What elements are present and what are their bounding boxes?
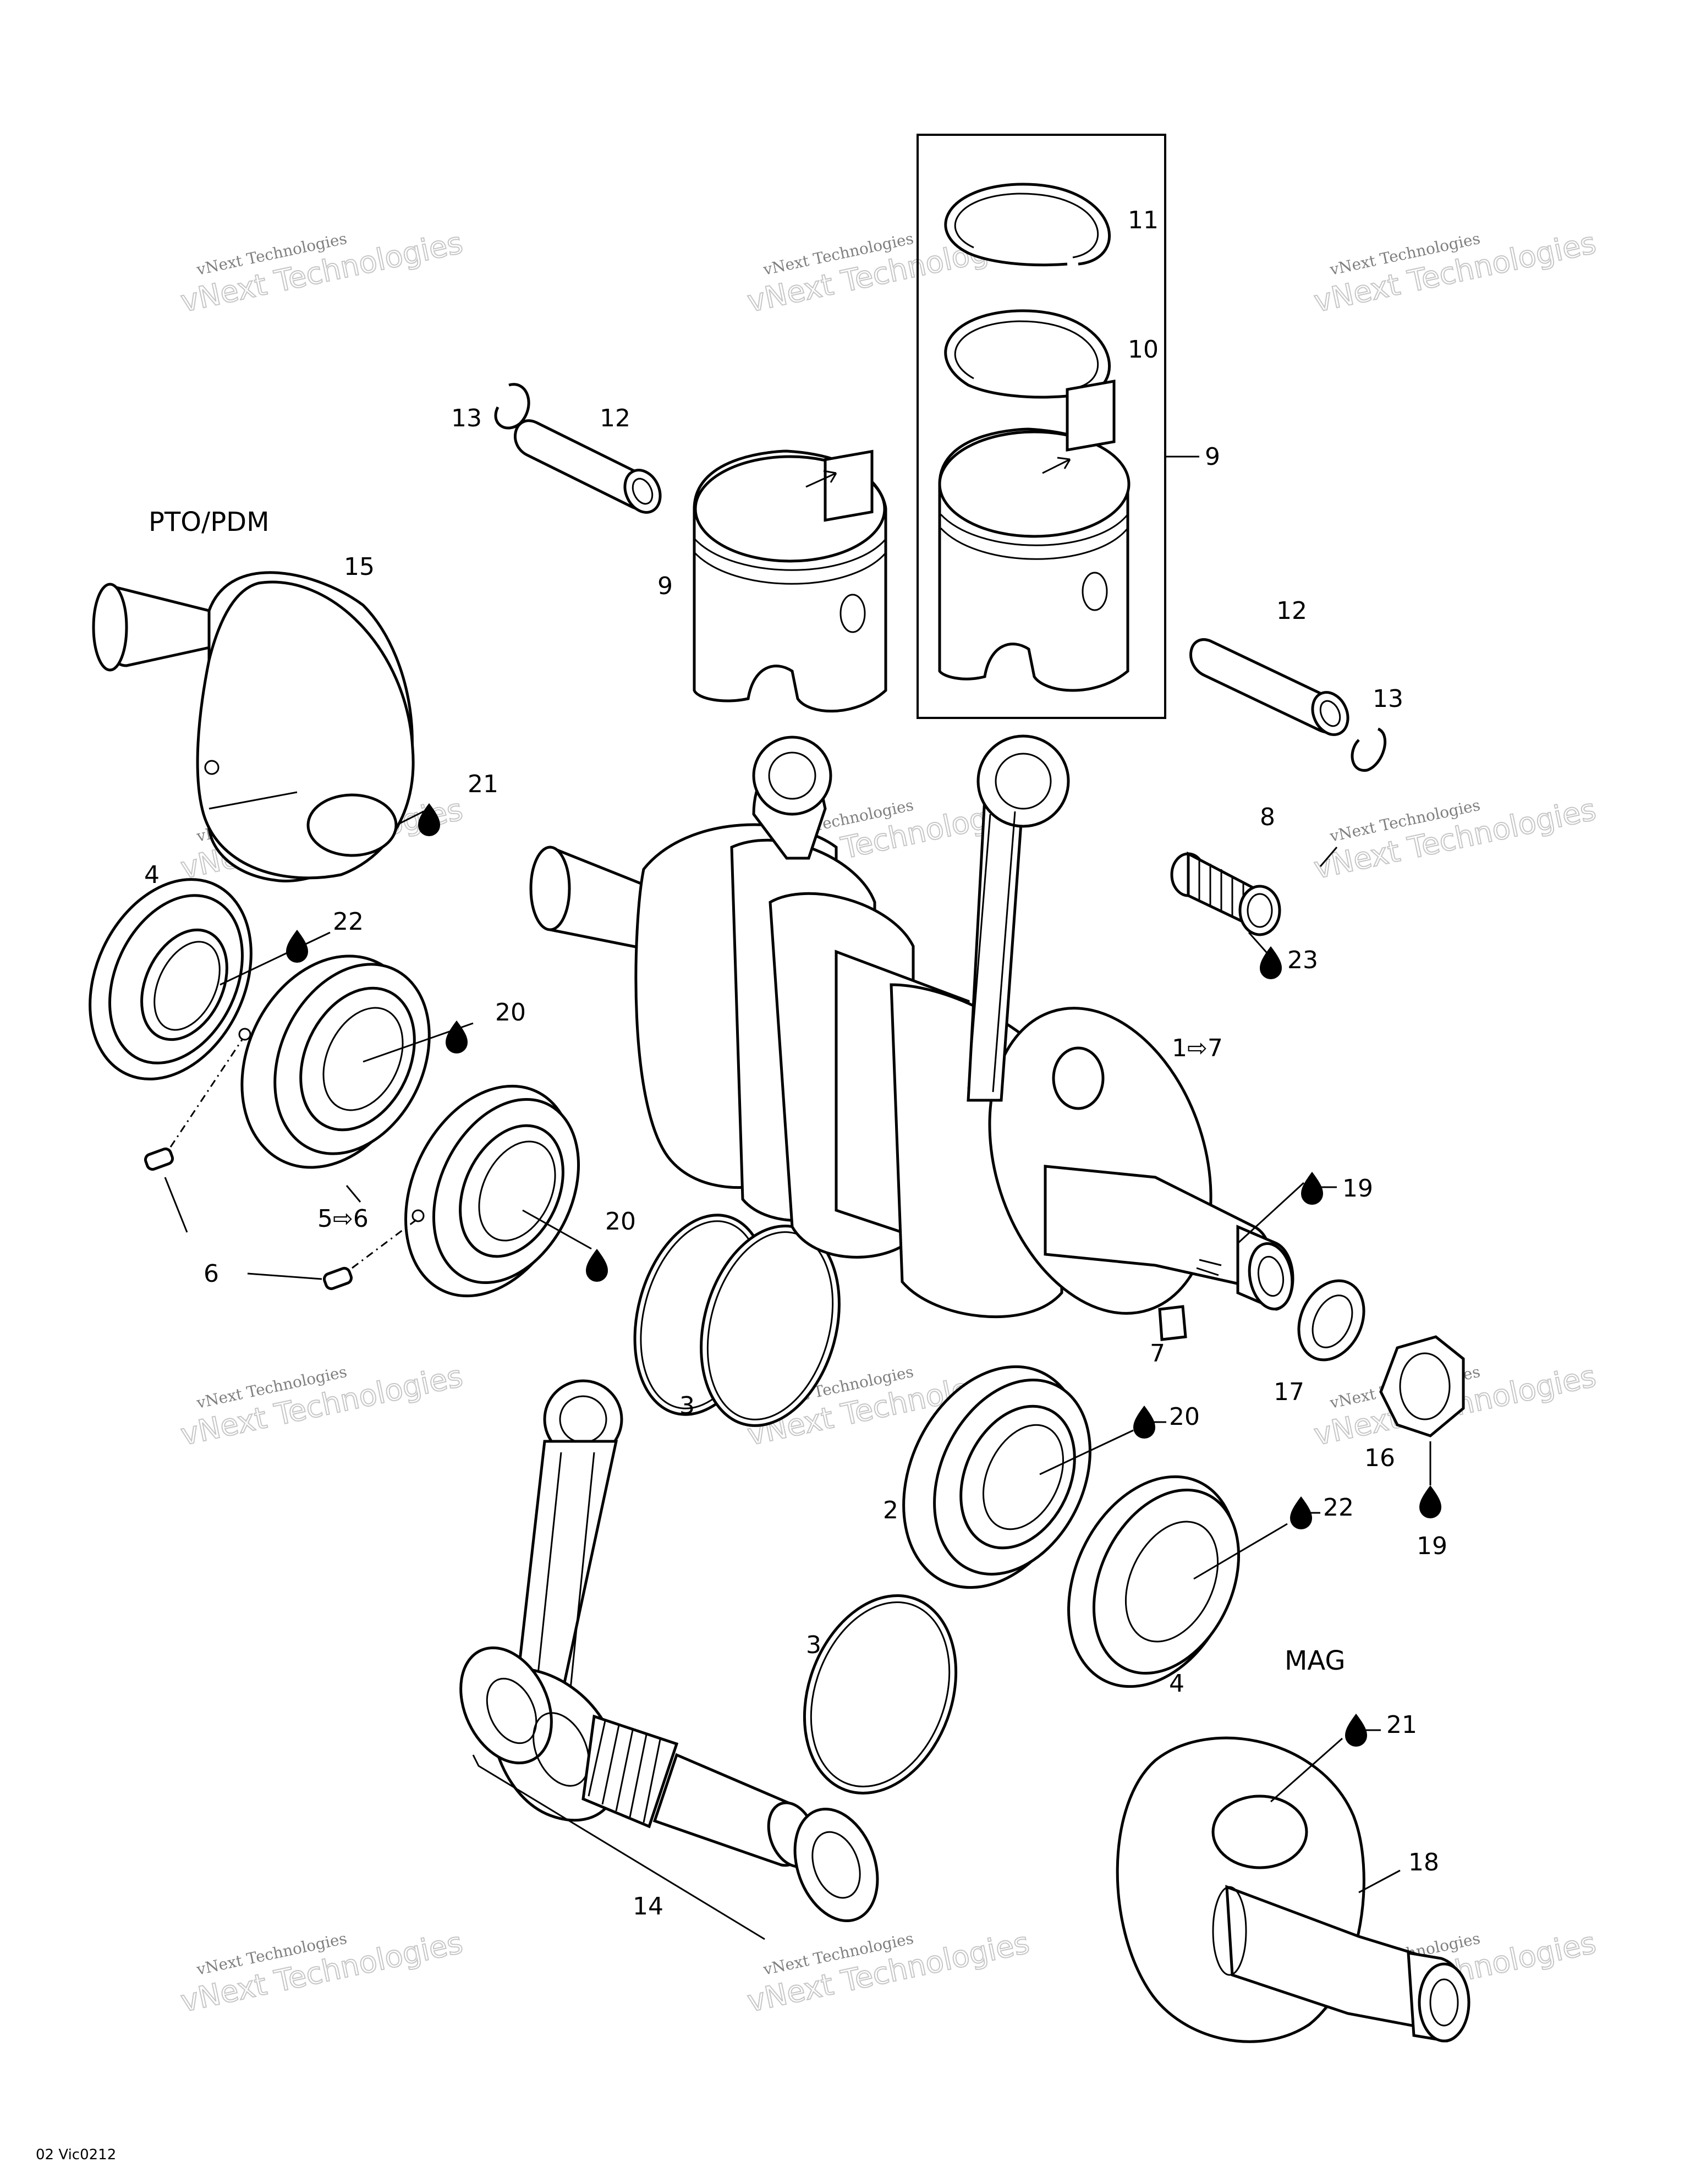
mag-crank-half bbox=[1116, 1736, 1470, 2043]
callout-4: 4 bbox=[144, 861, 160, 889]
callout-3: 3 bbox=[806, 1631, 821, 1659]
o-rings-pair bbox=[633, 1214, 841, 1427]
piston-left bbox=[693, 449, 887, 712]
oil-drop-icon bbox=[286, 930, 308, 963]
needle-bearing bbox=[1170, 851, 1281, 936]
oil-drop-icon bbox=[586, 1249, 608, 1282]
piston-kit-frame bbox=[917, 134, 1166, 719]
callout-21: 21 bbox=[468, 770, 498, 798]
section-label-mag: MAG bbox=[1285, 1645, 1346, 1676]
oil-drop-dashes bbox=[1153, 1186, 1381, 1731]
piston-ring-11 bbox=[944, 183, 1111, 267]
piston-pin-upper bbox=[514, 419, 662, 514]
ball-bearing-mag bbox=[902, 1365, 1091, 1589]
callout-8: 8 bbox=[1260, 803, 1275, 831]
callout-22: 22 bbox=[1323, 1494, 1354, 1522]
oil-seal-mag bbox=[1067, 1475, 1241, 1688]
callout-14: 14 bbox=[633, 1892, 663, 1920]
callout-1: 1⇨7 bbox=[1172, 1034, 1223, 1062]
arrow-right-icon bbox=[805, 470, 837, 488]
callout-20: 20 bbox=[1169, 1403, 1200, 1431]
callout-22: 22 bbox=[333, 908, 364, 936]
callout-2: 2 bbox=[883, 1496, 898, 1524]
callout-3: 3 bbox=[679, 1392, 695, 1420]
connecting-rod-kit bbox=[459, 1379, 879, 1923]
callout-5: 5⇨6 bbox=[317, 1205, 369, 1233]
oil-seal-upper-left bbox=[89, 878, 253, 1080]
callout-17: 17 bbox=[1274, 1378, 1304, 1406]
leader-lines bbox=[164, 810, 1431, 1894]
ball-bearing-middle bbox=[404, 1084, 580, 1298]
oil-drop-icon bbox=[418, 803, 440, 836]
circlip-upper bbox=[494, 383, 530, 430]
oil-drop-icon bbox=[1260, 946, 1282, 979]
callout-13: 13 bbox=[451, 404, 482, 432]
arrow-right-icon bbox=[1042, 457, 1071, 474]
dowel-pin-lower bbox=[322, 1266, 353, 1291]
lock-washer bbox=[1297, 1279, 1365, 1362]
oil-drop-icon bbox=[1301, 1172, 1323, 1205]
dowel-pin-upper bbox=[144, 1147, 174, 1171]
woodruff-key bbox=[1158, 1305, 1187, 1341]
callout-20: 20 bbox=[495, 998, 526, 1027]
figure-code: 02 Vic0212 bbox=[36, 2147, 116, 2163]
piston-ring-10 bbox=[944, 309, 1111, 399]
section-label-pto: PTO/PDM bbox=[149, 507, 270, 537]
oil-drop-icon bbox=[1133, 1406, 1155, 1439]
callout-6: 6 bbox=[204, 1260, 219, 1288]
callout-18: 18 bbox=[1408, 1848, 1439, 1876]
callout-19: 19 bbox=[1342, 1175, 1373, 1203]
pto-crank-half bbox=[92, 571, 415, 882]
callout-23: 23 bbox=[1287, 946, 1318, 974]
callout-11: 11 bbox=[1128, 206, 1159, 234]
piston-framed bbox=[938, 379, 1131, 692]
ball-bearing-left bbox=[238, 954, 431, 1169]
callout-21: 21 bbox=[1386, 1711, 1417, 1739]
circlip-right bbox=[1351, 727, 1387, 772]
callout-19: 19 bbox=[1417, 1532, 1447, 1560]
callout-16: 16 bbox=[1364, 1444, 1395, 1472]
callout-12: 12 bbox=[600, 404, 630, 432]
callout-15: 15 bbox=[344, 553, 375, 581]
oil-drop-icon bbox=[1290, 1496, 1312, 1529]
callout-20: 20 bbox=[605, 1208, 636, 1236]
callout-9: 9 bbox=[1205, 443, 1220, 471]
callout-13: 13 bbox=[1373, 685, 1403, 713]
callout-10: 10 bbox=[1128, 336, 1159, 364]
callout-4: 4 bbox=[1169, 1670, 1184, 1698]
crankshaft-assembly bbox=[529, 734, 1294, 1319]
o-ring-lower bbox=[803, 1594, 958, 1795]
piston-pin-right bbox=[1189, 638, 1349, 736]
callout-7: 7 bbox=[1150, 1340, 1165, 1368]
oil-drop-icon bbox=[446, 1020, 468, 1053]
callout-9: 9 bbox=[657, 572, 673, 600]
oil-drop-icon bbox=[1345, 1714, 1367, 1747]
oil-drop-icon bbox=[1419, 1485, 1441, 1518]
crankshaft-nut bbox=[1379, 1335, 1465, 1437]
callout-12: 12 bbox=[1276, 597, 1307, 625]
